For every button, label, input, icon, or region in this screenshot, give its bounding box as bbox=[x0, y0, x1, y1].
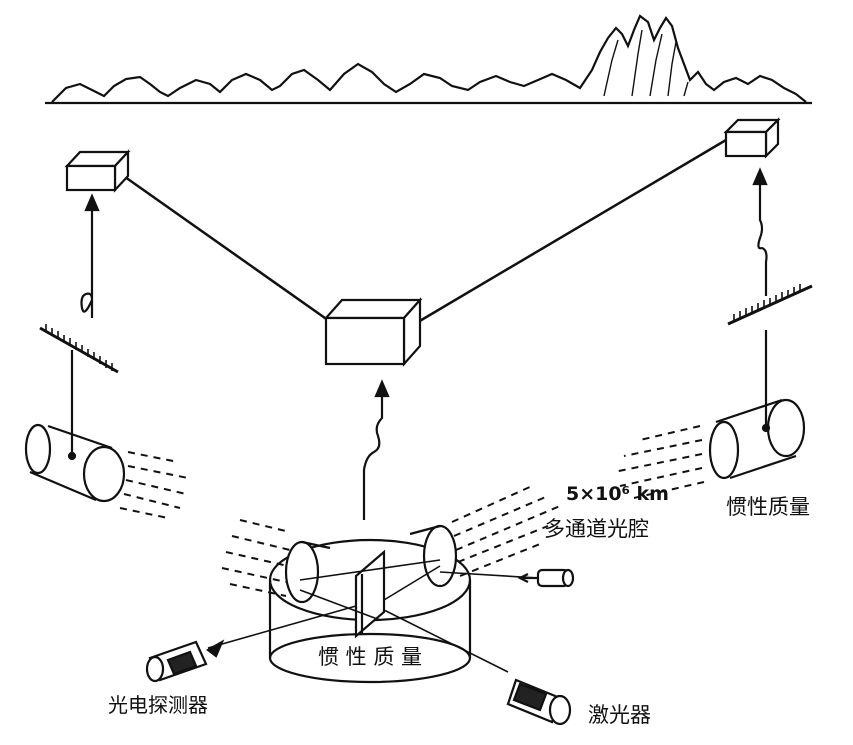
spacecraft-right bbox=[726, 120, 778, 156]
mountain-range bbox=[52, 16, 806, 102]
right-arrow-head bbox=[754, 170, 766, 184]
laser-arm-right bbox=[418, 140, 726, 322]
center-signal bbox=[364, 382, 388, 520]
left-dashed-beam bbox=[120, 452, 188, 518]
left-cavity bbox=[286, 542, 318, 602]
multichannel-cavity-label: 多通道光腔 bbox=[544, 517, 649, 541]
photodetector-device bbox=[147, 642, 222, 681]
laser-arm-triangle bbox=[118, 140, 726, 330]
inertial-mass-right-label: 惯性质量 bbox=[726, 495, 810, 519]
right-signal-wave bbox=[758, 176, 766, 296]
mountain-horizon bbox=[45, 16, 812, 103]
laser-label: 激光器 bbox=[588, 703, 651, 727]
left-grating bbox=[40, 324, 118, 372]
inertial-mass-center-label: 惯 性 质 量 bbox=[318, 645, 422, 669]
left-inertial-mass-module bbox=[26, 196, 188, 518]
right-inertial-mass-module bbox=[614, 170, 812, 498]
laser-device bbox=[508, 680, 570, 724]
distance-label: 5×10⁶ km bbox=[566, 483, 669, 505]
spacecraft-center bbox=[326, 300, 420, 364]
small-laser-right bbox=[520, 570, 573, 586]
right-grating bbox=[728, 284, 812, 324]
photodetector-label: 光电探测器 bbox=[108, 693, 208, 717]
laser-arm-left bbox=[118, 172, 342, 330]
right-cavity bbox=[424, 526, 456, 586]
left-signal-wave bbox=[82, 204, 93, 318]
spacecraft-left bbox=[67, 152, 128, 190]
center-arrow-head bbox=[376, 382, 388, 396]
left-arrow-head bbox=[86, 196, 98, 210]
